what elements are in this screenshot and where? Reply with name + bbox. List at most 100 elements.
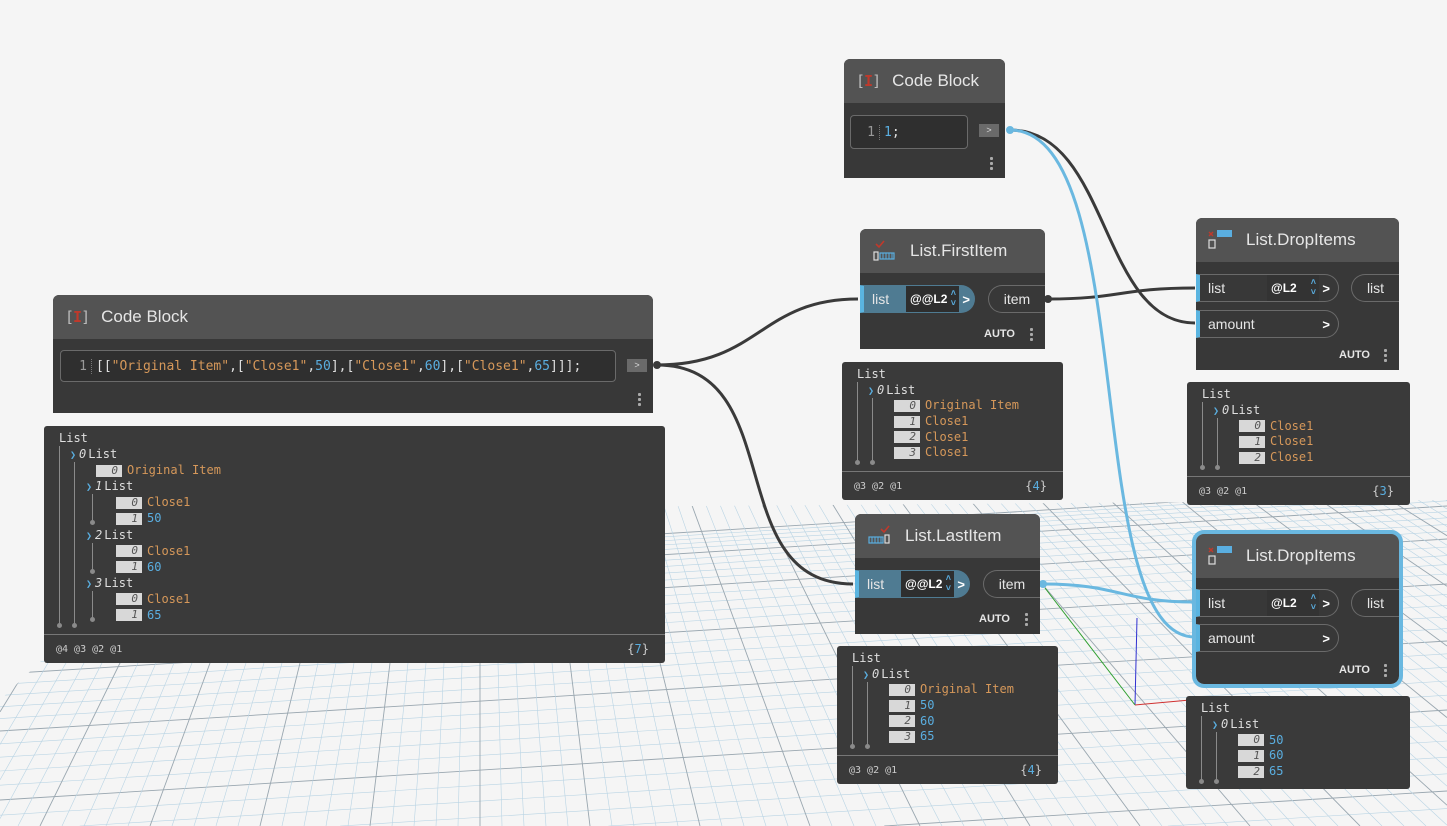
input-port-amount[interactable]: amount > xyxy=(1196,310,1339,338)
grid-line-horizontal xyxy=(884,790,1447,826)
level-spinner-icon[interactable]: ˄˅ xyxy=(1310,277,1316,297)
output-port-item[interactable]: item xyxy=(988,285,1045,313)
item-index: 2 xyxy=(1239,451,1265,464)
code-editor[interactable]: 1 [["Original Item",["Close1",50],["Clos… xyxy=(60,350,616,382)
port-arrow[interactable]: > xyxy=(1322,316,1330,332)
lacing-label[interactable]: AUTO xyxy=(1339,349,1370,361)
item-index: 0 xyxy=(1238,734,1264,747)
node-title: List.LastItem xyxy=(905,526,1002,545)
port-arrow[interactable]: > xyxy=(1322,280,1330,296)
node-menu-icon[interactable] xyxy=(1384,347,1388,364)
node-header[interactable]: List.DropItems xyxy=(1196,218,1399,262)
level-spinner-icon[interactable]: ˄˅ xyxy=(945,573,951,593)
item-value: 50 xyxy=(147,511,162,526)
output-port-button[interactable]: > xyxy=(627,359,647,372)
list-dropitems-node-bottom[interactable]: List.DropItems list @L2 ˄˅ > amount > li… xyxy=(1192,530,1403,688)
port-arrow[interactable]: > xyxy=(1322,630,1330,646)
item-count: 4 xyxy=(1027,763,1035,777)
node-title: List.FirstItem xyxy=(910,241,1008,260)
chevron-right-icon[interactable]: ❯ xyxy=(70,450,77,462)
code-number-token: 1 xyxy=(884,124,892,140)
output-port-list[interactable]: list xyxy=(1351,589,1399,617)
grid-line-vertical xyxy=(1417,499,1447,518)
node-menu-icon[interactable] xyxy=(1384,662,1388,679)
port-arrow[interactable]: > xyxy=(957,576,965,592)
output-port-list[interactable]: list xyxy=(1351,274,1399,302)
tree-guide-line xyxy=(92,494,93,523)
chevron-right-icon[interactable]: ❯ xyxy=(1212,719,1219,731)
tree-guide-dot xyxy=(870,460,875,465)
code-editor[interactable]: 1 1; xyxy=(850,115,968,149)
code-number-token: 60 xyxy=(424,358,441,374)
input-port-list[interactable]: list @@L2 ˄˅ > xyxy=(860,285,975,313)
list-level-selector[interactable]: @L2 ˄˅ xyxy=(1267,590,1319,616)
node-menu-icon[interactable] xyxy=(638,391,642,408)
node-header[interactable]: [I] Code Block xyxy=(844,59,1005,103)
node-header[interactable]: List.FirstItem xyxy=(860,229,1045,273)
list-firstitem-node[interactable]: List.FirstItem list @@L2 ˄˅ > item AUTO xyxy=(860,229,1045,349)
list-index: 2 xyxy=(95,527,103,542)
level-spinner-icon[interactable]: ˄˅ xyxy=(1310,592,1316,612)
node-header[interactable]: List.DropItems xyxy=(1196,534,1399,578)
lacing-label[interactable]: AUTO xyxy=(984,328,1015,340)
chevron-right-icon[interactable]: ❯ xyxy=(1213,405,1220,417)
input-port-list[interactable]: list @@L2 ˄˅ > xyxy=(855,570,970,598)
code-string-token: "Original Item" xyxy=(111,358,230,374)
input-port-amount[interactable]: amount > xyxy=(1196,624,1339,652)
input-port-list[interactable]: list @L2 ˄˅ > xyxy=(1196,589,1339,617)
item-value: 65 xyxy=(920,729,935,744)
list-dropitems-node-top[interactable]: List.DropItems list @L2 ˄˅ > amount > li… xyxy=(1196,218,1399,370)
list-lastitem-node[interactable]: List.LastItem list @@L2 ˄˅ > item AUTO xyxy=(855,514,1040,634)
item-index: 0 xyxy=(116,545,142,558)
tree-guide-line xyxy=(867,681,868,746)
output-port-item[interactable]: item xyxy=(983,570,1040,598)
node-menu-icon[interactable] xyxy=(990,155,994,172)
item-value: Original Item xyxy=(920,682,1014,697)
node-title: Code Block xyxy=(101,307,189,326)
chevron-right-icon[interactable]: ❯ xyxy=(868,385,875,397)
tree-guide-dot xyxy=(90,616,95,622)
tree-guide-line xyxy=(92,542,93,571)
item-index: 1 xyxy=(116,609,142,622)
chevron-right-icon[interactable]: ❯ xyxy=(86,530,93,542)
list-level-selector[interactable]: @L2 ˄˅ xyxy=(1267,275,1319,301)
lacing-label[interactable]: AUTO xyxy=(979,613,1010,625)
code-block-node-amount[interactable]: [I] Code Block 1 1; > xyxy=(844,59,1005,178)
code-block-node-main[interactable]: [I] Code Block 1 [["Original Item",["Clo… xyxy=(53,295,653,413)
input-port-list[interactable]: list @L2 ˄˅ > xyxy=(1196,274,1339,302)
output-port-button[interactable]: > xyxy=(979,124,999,137)
tree-guide-dot xyxy=(850,744,855,749)
port-arrow[interactable]: > xyxy=(1322,595,1330,611)
node-menu-icon[interactable] xyxy=(1025,611,1029,628)
level-spinner-icon[interactable]: ˄˅ xyxy=(950,288,956,308)
port-arrow[interactable]: > xyxy=(962,291,970,307)
list-index: 1 xyxy=(95,479,103,494)
node-header[interactable]: [I] Code Block xyxy=(53,295,653,339)
chevron-right-icon[interactable]: ❯ xyxy=(86,578,93,590)
list-level-selector[interactable]: @@L2 ˄˅ xyxy=(901,571,954,597)
chevron-right-icon[interactable]: ❯ xyxy=(86,482,93,494)
node-header[interactable]: List.LastItem xyxy=(855,514,1040,558)
code-text[interactable]: 1; xyxy=(884,125,900,140)
lacing-label[interactable]: AUTO xyxy=(1339,664,1370,676)
grid-line-vertical xyxy=(1431,499,1447,510)
chevron-right-icon[interactable]: ❯ xyxy=(863,669,870,681)
list-level-selector[interactable]: @@L2 ˄˅ xyxy=(906,286,959,312)
tree-guide-dot xyxy=(855,460,860,465)
item-value: Close1 xyxy=(1270,418,1314,433)
node-menu-icon[interactable] xyxy=(1030,326,1034,343)
code-text[interactable]: [["Original Item",["Close1",50],["Close1… xyxy=(96,359,581,374)
